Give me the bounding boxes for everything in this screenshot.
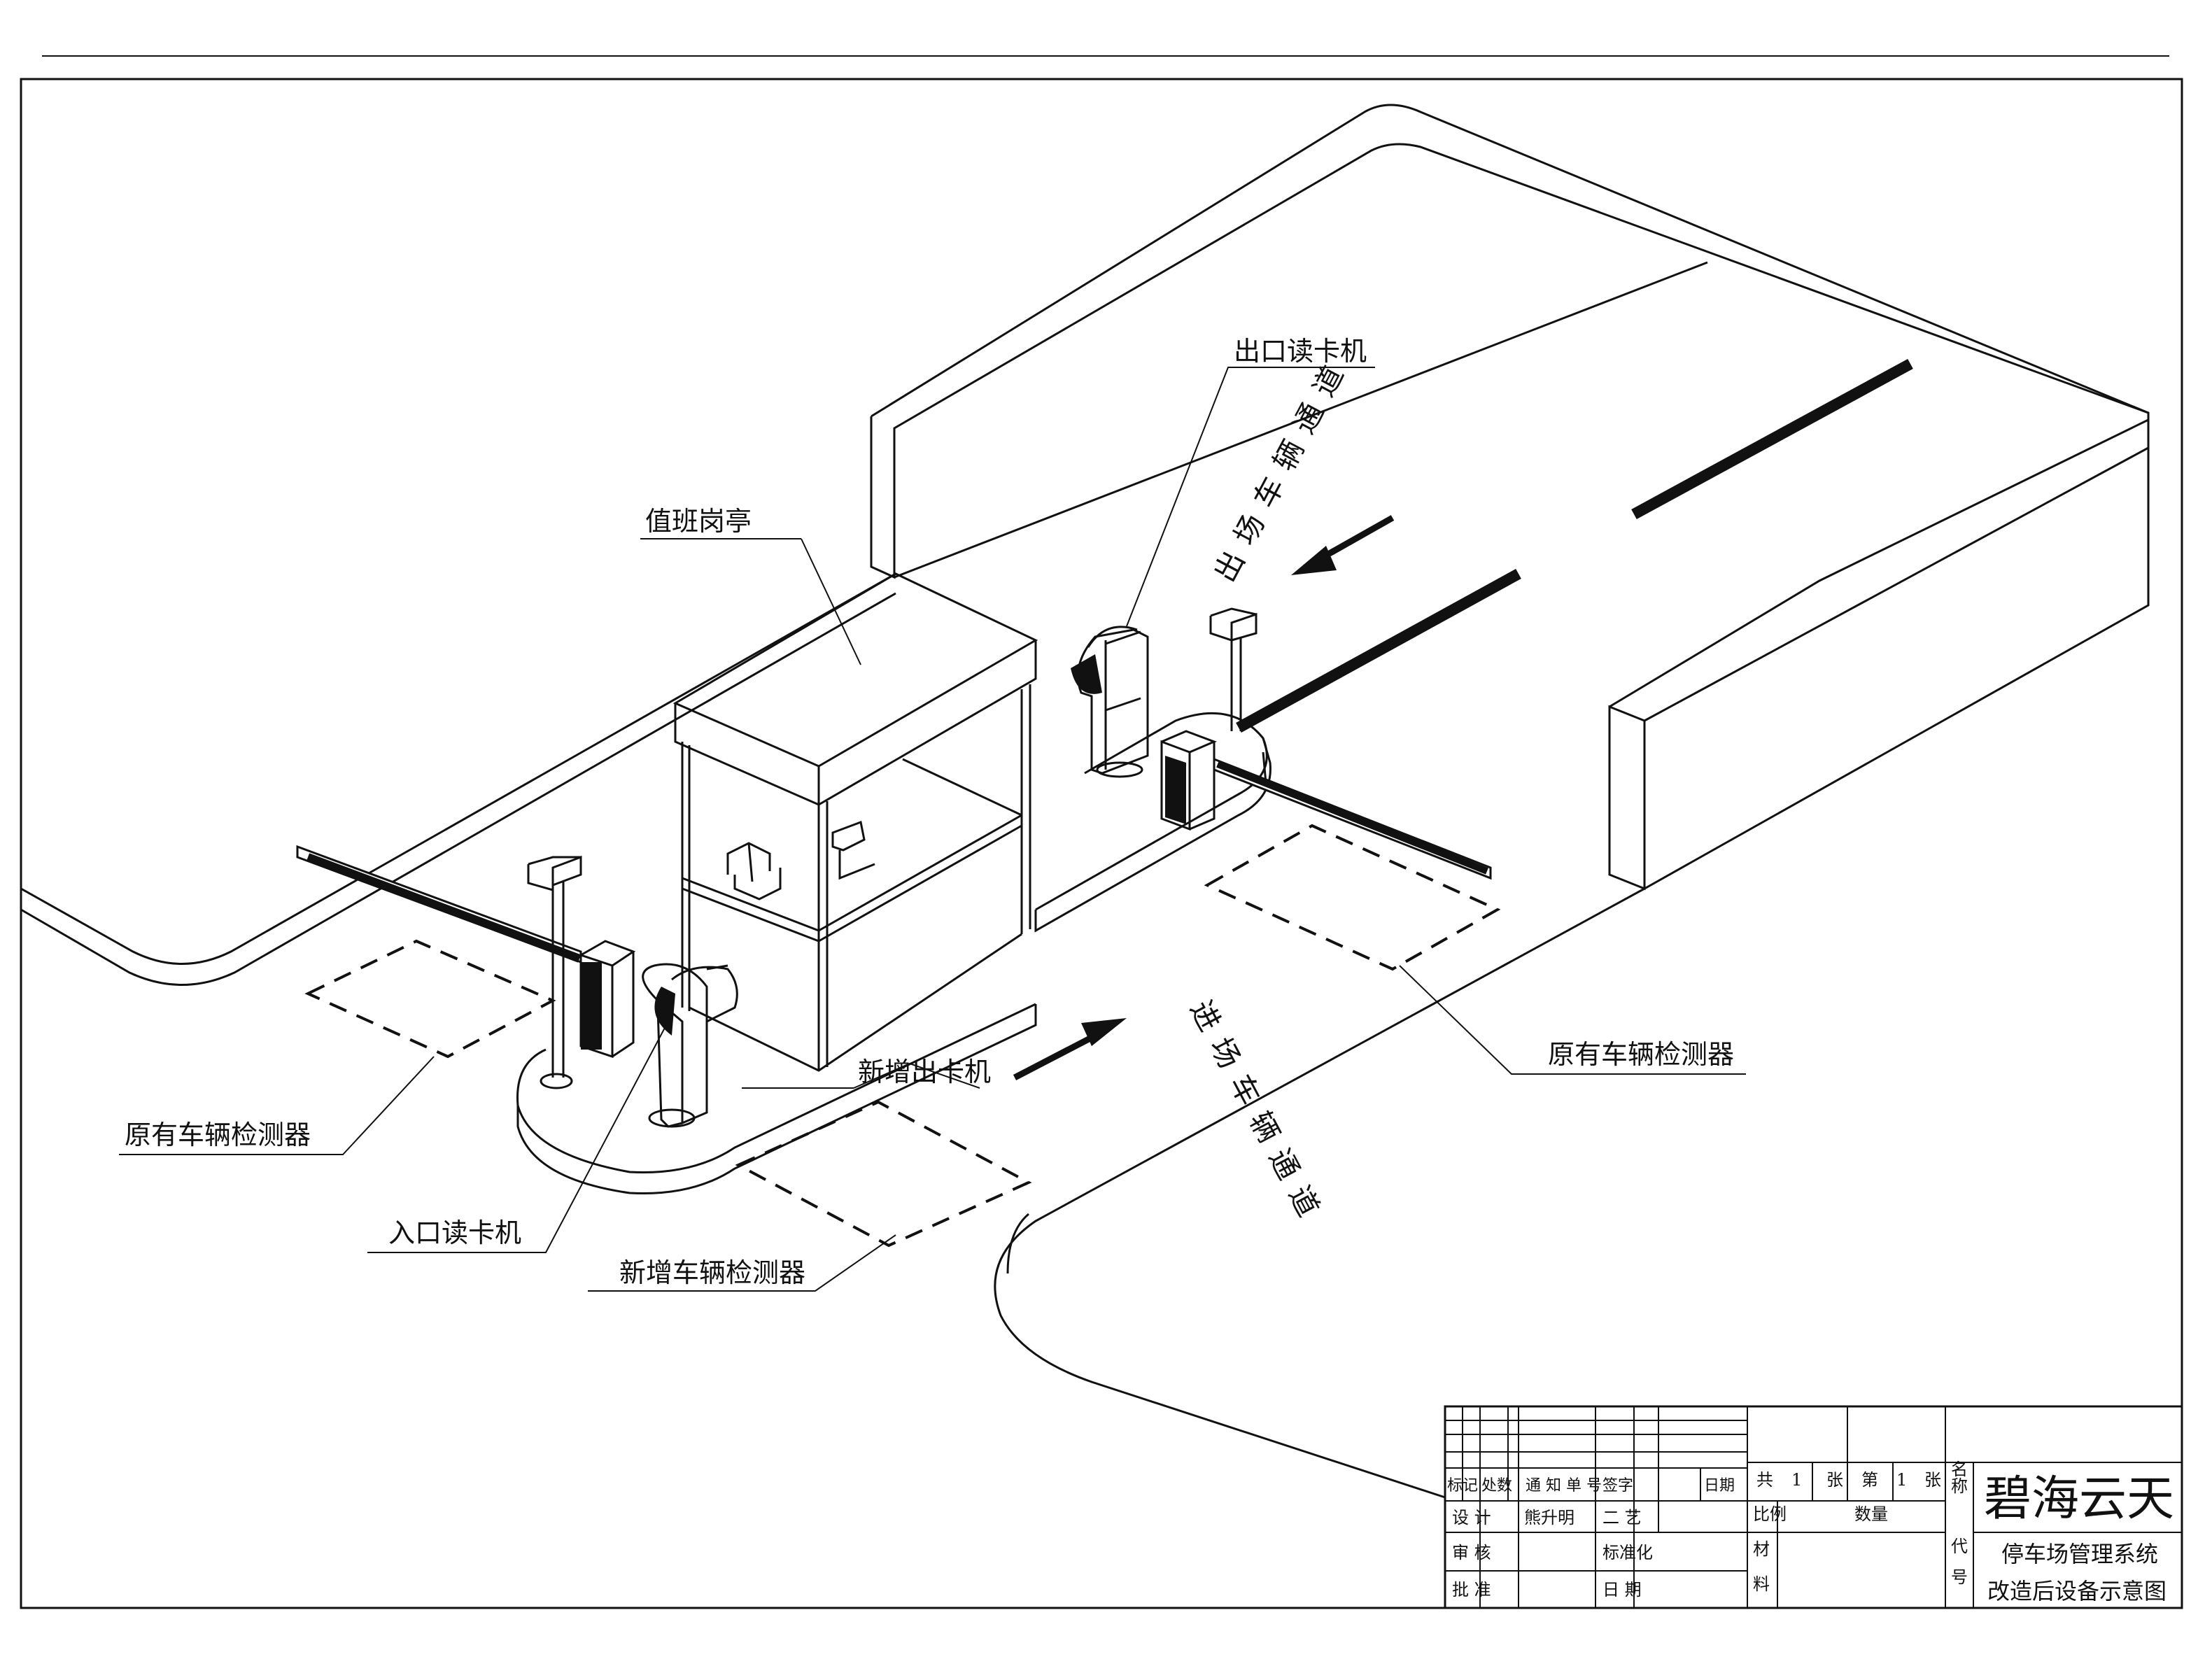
tb-rev-date: 日期 — [1704, 1477, 1735, 1495]
tb-name-label: 名 — [1951, 1460, 1968, 1479]
tb-sheet-unit2: 张 — [1924, 1470, 1941, 1490]
label-guard-booth: 值班岗亭 — [645, 506, 752, 537]
entry-arrow-shaft — [1013, 1029, 1104, 1080]
tb-code-label: 代 — [1951, 1537, 1968, 1556]
guard-booth — [672, 572, 1038, 1072]
entry-barrier — [296, 845, 636, 1089]
lane-arrows — [1013, 515, 1395, 1080]
label-new-detector: 新增车辆检测器 — [619, 1257, 805, 1288]
tb-total-label: 共 — [1756, 1470, 1773, 1490]
label-exit-reader: 出口读卡机 — [1234, 336, 1367, 367]
label-entry-reader: 入口读卡机 — [388, 1217, 521, 1248]
label-orig-detector-left: 原有车辆检测器 — [125, 1120, 311, 1150]
exit-card-reader — [1071, 626, 1149, 778]
label-orig-detector-right: 原有车辆检测器 — [1548, 1039, 1734, 1070]
drawing-frame — [20, 78, 2183, 1609]
title-block: 标记 处数 通 知 单 号 签字 日期 设 计 熊升明 二 艺 审 核 标准化 … — [1444, 1405, 2183, 1609]
lane-divider-lines — [1236, 358, 1913, 733]
exit-arrow-head — [1291, 546, 1337, 575]
tb-qty-label: 数量 — [1854, 1504, 1888, 1524]
label-new-exit-reader: 新增出卡机 — [858, 1057, 991, 1087]
tb-rev-mark: 标记 — [1447, 1477, 1478, 1495]
tb-date-label: 日 期 — [1602, 1580, 1642, 1600]
tb-review-label: 审 核 — [1452, 1543, 1491, 1562]
tb-material-label: 材 — [1753, 1539, 1770, 1559]
tb-drawing-title-1: 停车场管理系统 — [2001, 1541, 2158, 1567]
tb-code-label-2: 号 — [1951, 1567, 1968, 1587]
tb-sheet-unit: 张 — [1826, 1470, 1843, 1490]
detector-loop-new — [735, 1100, 1032, 1248]
tb-company: 碧海云天 — [1984, 1471, 2174, 1527]
tb-total-value: 1 — [1791, 1470, 1802, 1490]
tb-sheet-label: 第 — [1861, 1470, 1878, 1490]
tb-designer: 熊升明 — [1524, 1508, 1575, 1527]
tb-drawing-title-2: 改造后设备示意图 — [1987, 1578, 2167, 1604]
tb-process-label: 二 艺 — [1602, 1508, 1642, 1527]
tb-standard-label: 标准化 — [1602, 1543, 1653, 1562]
leader-lines — [119, 367, 1746, 1292]
entry-arrow-head — [1081, 1018, 1127, 1046]
tb-approve-label: 批 准 — [1452, 1580, 1491, 1600]
tb-material-label-2: 料 — [1753, 1574, 1770, 1594]
tb-rev-notice: 通 知 单 号 — [1526, 1477, 1602, 1495]
tb-design-label: 设 计 — [1452, 1508, 1491, 1527]
tb-rev-sign: 签字 — [1602, 1477, 1633, 1495]
detector-loop-right — [1204, 824, 1501, 971]
parking-layout — [20, 104, 2150, 1499]
exit-barrier — [1160, 607, 1492, 880]
tb-rev-count: 处数 — [1481, 1477, 1512, 1495]
tb-scale-label: 比例 — [1753, 1504, 1787, 1524]
entry-card-reader — [642, 963, 738, 1128]
tb-sheet-value: 1 — [1896, 1470, 1907, 1490]
tb-name-label-2: 称 — [1951, 1476, 1968, 1496]
